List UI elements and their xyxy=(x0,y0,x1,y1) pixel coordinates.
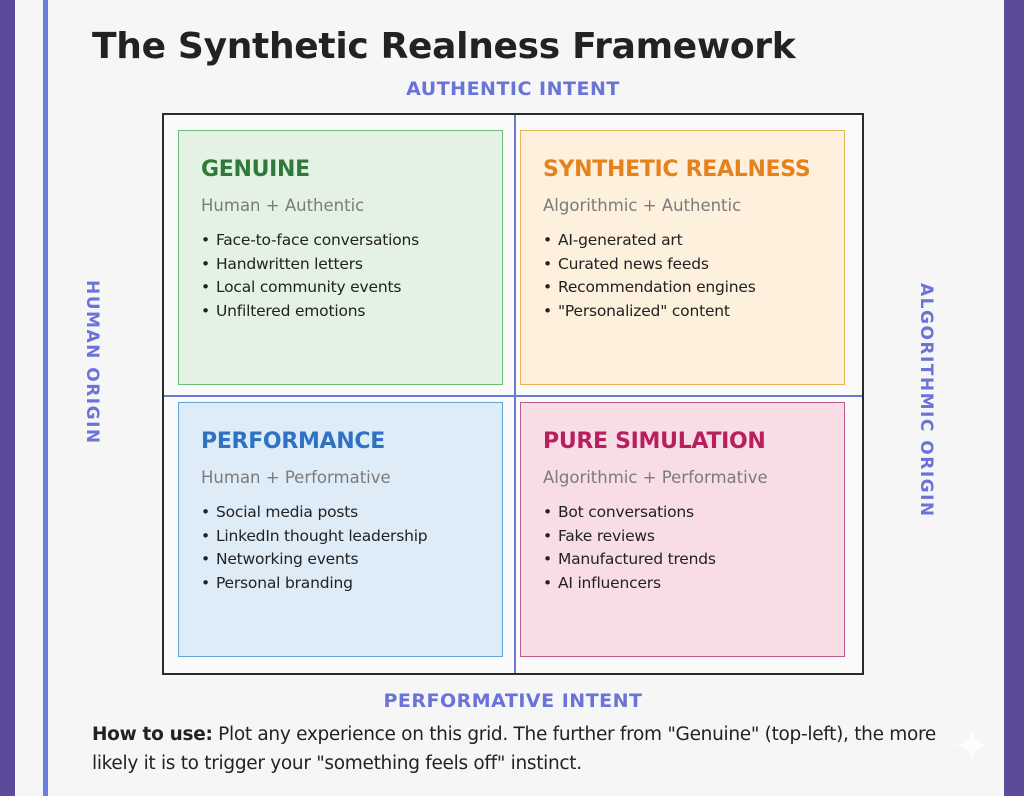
vertical-divider xyxy=(514,115,516,673)
list-item: LinkedIn thought leadership xyxy=(201,525,480,549)
list-item: AI influencers xyxy=(543,572,822,596)
framework-grid: GENUINE Human + Authentic Face-to-face c… xyxy=(162,113,864,675)
list-item: Fake reviews xyxy=(543,525,822,549)
list-item: Social media posts xyxy=(201,501,480,525)
list-item: AI-generated art xyxy=(543,229,822,253)
list-item: Networking events xyxy=(201,548,480,572)
quadrant-list: AI-generated art Curated news feeds Reco… xyxy=(543,229,822,323)
list-item: Curated news feeds xyxy=(543,253,822,277)
page-title: The Synthetic Realness Framework xyxy=(92,26,796,67)
axis-label-top: AUTHENTIC INTENT xyxy=(406,78,620,100)
quadrant-title: GENUINE xyxy=(201,157,310,182)
axis-label-bottom: PERFORMATIVE INTENT xyxy=(383,690,643,712)
quadrant-subtitle: Human + Performative xyxy=(201,468,391,487)
list-item: Local community events xyxy=(201,276,480,300)
horizontal-divider xyxy=(164,395,862,397)
sparkle-icon xyxy=(952,725,992,765)
left-purple-band xyxy=(0,0,15,796)
quadrant-list: Bot conversations Fake reviews Manufactu… xyxy=(543,501,822,595)
axis-label-left: HUMAN ORIGIN xyxy=(82,280,102,445)
quadrant-subtitle: Algorithmic + Performative xyxy=(543,468,768,487)
quadrant-list: Face-to-face conversations Handwritten l… xyxy=(201,229,480,323)
list-item: Manufactured trends xyxy=(543,548,822,572)
list-item: Face-to-face conversations xyxy=(201,229,480,253)
quadrant-pure-simulation: PURE SIMULATION Algorithmic + Performati… xyxy=(520,402,845,657)
quadrant-title: PERFORMANCE xyxy=(201,429,385,454)
quadrant-performance: PERFORMANCE Human + Performative Social … xyxy=(178,402,503,657)
how-to-use-text: Plot any experience on this grid. The fu… xyxy=(92,724,936,774)
list-item: Handwritten letters xyxy=(201,253,480,277)
quadrant-title: PURE SIMULATION xyxy=(543,429,766,454)
quadrant-synthetic-realness: SYNTHETIC REALNESS Algorithmic + Authent… xyxy=(520,130,845,385)
list-item: Unfiltered emotions xyxy=(201,300,480,324)
quadrant-genuine: GENUINE Human + Authentic Face-to-face c… xyxy=(178,130,503,385)
how-to-use-note: How to use: Plot any experience on this … xyxy=(92,720,972,778)
axis-label-right: ALGORITHMIC ORIGIN xyxy=(916,283,936,518)
list-item: Personal branding xyxy=(201,572,480,596)
list-item: Recommendation engines xyxy=(543,276,822,300)
how-to-use-label: How to use: xyxy=(92,724,213,745)
quadrant-subtitle: Algorithmic + Authentic xyxy=(543,196,742,215)
right-purple-band xyxy=(1004,0,1024,796)
quadrant-list: Social media posts LinkedIn thought lead… xyxy=(201,501,480,595)
quadrant-title: SYNTHETIC REALNESS xyxy=(543,157,811,182)
left-accent-line xyxy=(43,0,48,796)
quadrant-subtitle: Human + Authentic xyxy=(201,196,365,215)
list-item: Bot conversations xyxy=(543,501,822,525)
list-item: "Personalized" content xyxy=(543,300,822,324)
